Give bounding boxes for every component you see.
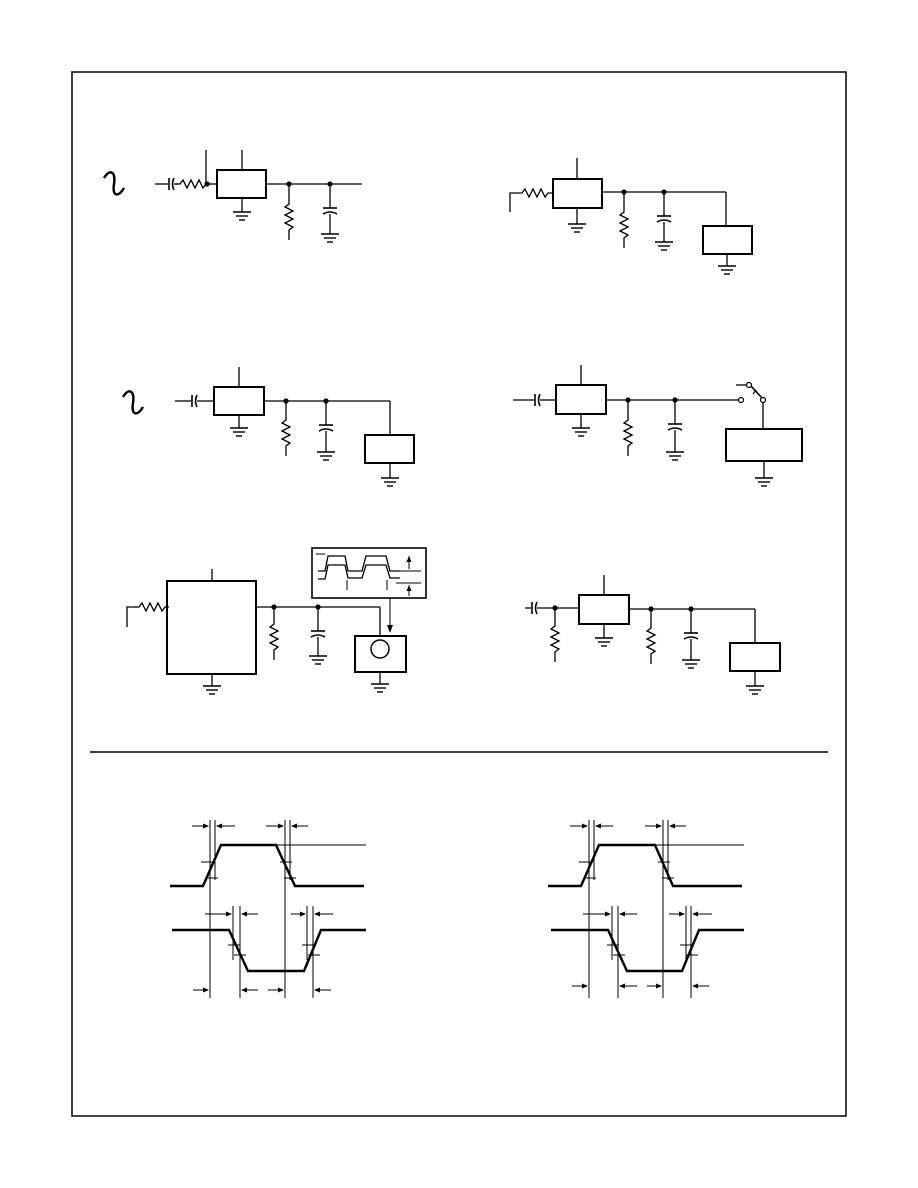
coupling-capacitor bbox=[531, 601, 538, 615]
device-box bbox=[213, 386, 265, 416]
load-resistor bbox=[623, 415, 633, 451]
scope-box bbox=[354, 635, 407, 673]
shunt-resistor bbox=[550, 621, 560, 657]
ground-symbol bbox=[202, 685, 222, 695]
coupling-capacitor bbox=[534, 393, 541, 407]
ac-source-icon bbox=[102, 171, 126, 196]
load-resistor bbox=[619, 207, 629, 243]
waveform-inset bbox=[311, 547, 427, 633]
ac-source-icon bbox=[121, 390, 145, 415]
termination-box bbox=[364, 434, 415, 464]
timing-markers bbox=[192, 823, 333, 993]
coupling-capacitor bbox=[168, 177, 175, 191]
load-capacitor bbox=[322, 207, 338, 215]
termination-box bbox=[725, 428, 803, 462]
ground-symbol bbox=[571, 427, 591, 437]
load-resistor bbox=[284, 199, 294, 235]
ac-source-terminated-circuit bbox=[121, 367, 415, 487]
switch bbox=[736, 381, 767, 404]
ground-symbol bbox=[229, 427, 249, 437]
input-resistor bbox=[134, 602, 170, 612]
load-capacitor bbox=[683, 632, 699, 640]
ac-source-input-circuit bbox=[102, 150, 362, 243]
device-box bbox=[166, 580, 257, 675]
switching-waveform-left bbox=[170, 820, 366, 998]
ground-symbol bbox=[232, 211, 252, 221]
resistor-input-circuit bbox=[509, 158, 753, 275]
load-capacitor bbox=[318, 424, 334, 432]
device-box bbox=[578, 594, 630, 625]
input-pulse bbox=[548, 843, 742, 888]
timing-markers bbox=[570, 823, 712, 989]
termination-box bbox=[702, 225, 753, 255]
coupling-capacitor bbox=[191, 394, 198, 408]
ground-symbol bbox=[567, 223, 587, 233]
page-border bbox=[71, 71, 847, 1117]
device-box bbox=[555, 384, 607, 415]
shunt-input-circuit bbox=[525, 575, 781, 695]
output-pulse bbox=[172, 928, 366, 973]
load-capacitor bbox=[667, 423, 683, 431]
ground-symbol bbox=[594, 637, 614, 647]
input-resistor bbox=[517, 188, 553, 198]
device-box bbox=[552, 178, 603, 209]
load-resistor bbox=[646, 623, 656, 659]
oscilloscope-circuit bbox=[126, 547, 427, 695]
switched-load-circuit bbox=[513, 365, 803, 487]
load-capacitor bbox=[656, 215, 672, 223]
switching-waveform-right bbox=[548, 820, 744, 998]
load-resistor bbox=[281, 415, 291, 451]
output-pulse bbox=[551, 928, 744, 973]
input-pulse bbox=[170, 843, 364, 888]
device-box bbox=[216, 169, 267, 199]
scope-probe-icon bbox=[370, 639, 390, 659]
load-capacitor bbox=[310, 630, 326, 638]
load-resistor bbox=[269, 619, 279, 655]
termination-box bbox=[729, 642, 781, 672]
